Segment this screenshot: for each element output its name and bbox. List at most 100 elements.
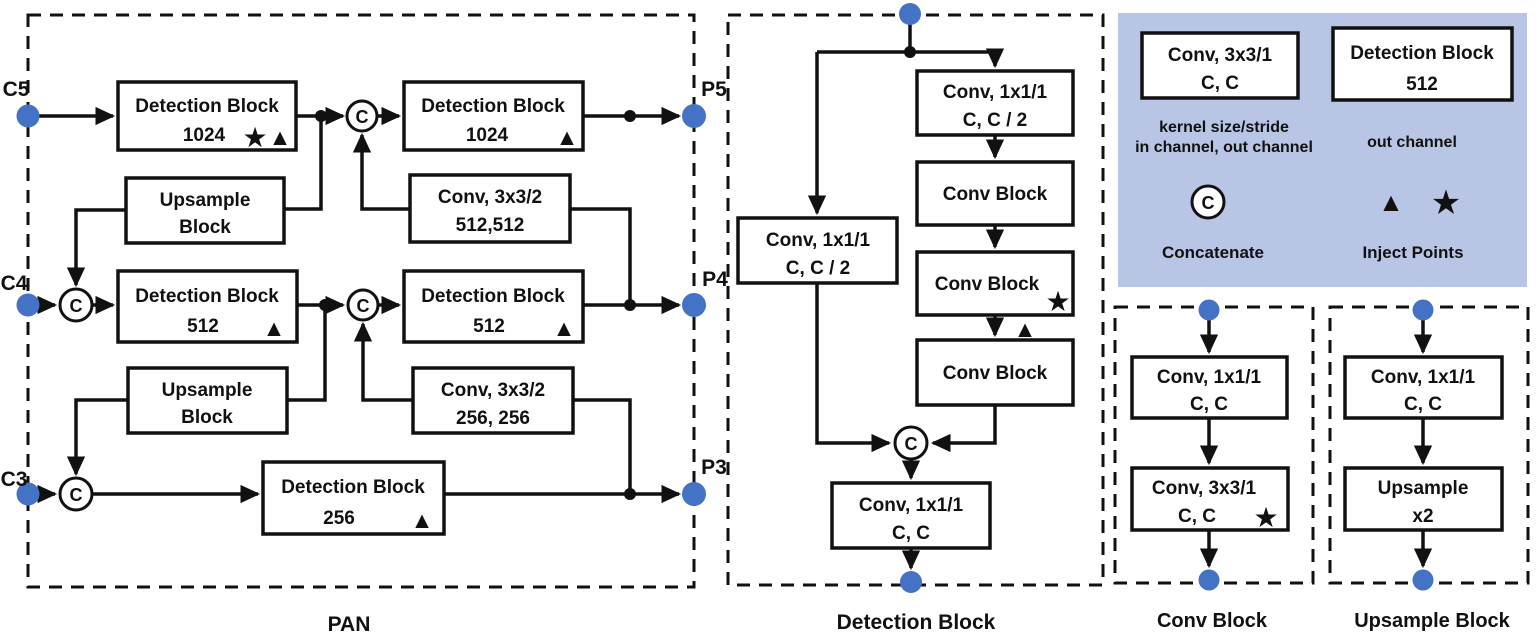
- box-channels: 512: [473, 316, 505, 337]
- concat-symbol: C: [356, 107, 369, 127]
- legend-inject-caption: Inject Points: [1362, 243, 1463, 262]
- inject-triangle-icon: ▲: [269, 124, 292, 150]
- upsample-block-2: Upsample Block: [126, 366, 289, 435]
- conv-3x3-2-512-box: Conv, 3x3/2 512,512: [408, 173, 572, 244]
- concat-symbol: C: [357, 296, 370, 316]
- output-dot: [900, 571, 922, 593]
- box-title: Conv, 3x3/1: [1168, 45, 1273, 66]
- c5-label: C5: [3, 78, 30, 101]
- inject-star-icon: ★: [242, 122, 267, 153]
- box-title: Conv Block: [943, 363, 1048, 384]
- output-dot: [1412, 569, 1434, 591]
- inject-triangle-icon: ▲: [411, 507, 434, 533]
- concat-symbol: C: [70, 296, 83, 316]
- box-title: Conv, 1x1/1: [1157, 367, 1262, 388]
- concat-node: C: [58, 476, 94, 512]
- box-title: Conv, 1x1/1: [859, 495, 964, 516]
- box-channels: C, C / 2: [963, 110, 1027, 131]
- box-channels: C, C: [1404, 394, 1442, 415]
- legend-conv-caption-line1: kernel size/stride: [1159, 119, 1289, 136]
- box-title: Conv Block: [943, 184, 1048, 205]
- c3-feature-dot: [16, 482, 40, 506]
- inject-triangle-icon: ▲: [1014, 316, 1037, 342]
- box-title: Conv, 3x3/1: [1152, 478, 1257, 499]
- junction-dot: [624, 488, 636, 500]
- legend-concat-node: C: [1190, 184, 1226, 220]
- pan-caption: PAN: [328, 613, 371, 636]
- detection-block-1024-left: Detection Block 1024 ★ ▲: [116, 80, 298, 153]
- box-channels: 512: [1406, 74, 1438, 95]
- box-title: Conv, 3x3/2: [441, 380, 545, 401]
- c5-feature-dot: [16, 104, 40, 128]
- p4-label: P4: [702, 268, 728, 291]
- box-title: Detection Block: [421, 286, 565, 307]
- box-channels: 256, 256: [456, 408, 530, 429]
- box-title: Conv, 1x1/1: [943, 82, 1048, 103]
- conv-1x1-right-box: Conv, 1x1/1 C, C / 2: [915, 69, 1075, 137]
- box-channels: 512,512: [456, 215, 525, 236]
- box-title: Conv, 1x1/1: [1371, 367, 1476, 388]
- box-channels: 256: [323, 508, 355, 529]
- junction-dot: [624, 110, 636, 122]
- box-scale: x2: [1412, 506, 1433, 527]
- junction-dot: [315, 110, 327, 122]
- c4-feature-dot: [16, 293, 40, 317]
- concat-node: C: [346, 288, 380, 322]
- input-dot: [899, 3, 921, 25]
- p5-label: P5: [701, 78, 727, 101]
- conv-block-2-box: Conv Block ★: [915, 250, 1075, 317]
- p5-feature-dot: [682, 104, 706, 128]
- box-title2: Block: [179, 217, 231, 238]
- legend-conv-caption-line2: in channel, out channel: [1135, 139, 1313, 156]
- inject-star-icon: ★: [1045, 286, 1070, 317]
- input-dot: [1412, 299, 1434, 321]
- box-title: Detection Block: [135, 96, 279, 117]
- conv-1x1-final-box: Conv, 1x1/1 C, C: [830, 481, 992, 550]
- conv-block-1-box: Conv Block: [915, 160, 1075, 227]
- box-title: Detection Block: [421, 96, 565, 117]
- box-title: Upsample: [162, 380, 253, 401]
- conv-3x3-2-256-box: Conv, 3x3/2 256, 256: [411, 366, 575, 435]
- legend-conv-box: Conv, 3x3/1 C, C: [1140, 31, 1300, 100]
- legend-detection-box: Detection Block 512: [1331, 26, 1514, 102]
- box-title: Conv, 1x1/1: [766, 230, 871, 251]
- concat-node: C: [345, 99, 379, 133]
- detection-block-512-left: Detection Block 512 ▲: [116, 269, 299, 344]
- conv-3x3-box: Conv, 3x3/1 C, C ★: [1130, 466, 1290, 533]
- box-channels: C, C: [1178, 506, 1216, 527]
- concat-node: C: [58, 287, 94, 323]
- concat-symbol: C: [905, 434, 918, 454]
- c3-label: C3: [1, 468, 28, 491]
- concat-node: C: [893, 425, 929, 461]
- legend-detection-caption: out channel: [1367, 134, 1457, 151]
- concat-symbol: C: [70, 485, 83, 505]
- conv-1x1-left-box: Conv, 1x1/1 C, C / 2: [736, 216, 899, 285]
- box-channels: C, C: [892, 523, 930, 544]
- detection-block-panel: Conv, 1x1/1 C, C / 2 Conv Block Conv Blo…: [726, 3, 1105, 634]
- box-channels: C, C: [1190, 394, 1228, 415]
- upsample-block-1: Upsample Block: [124, 176, 286, 245]
- detection-block-256: Detection Block 256 ▲: [261, 460, 446, 536]
- box-channels: C, C / 2: [786, 258, 850, 279]
- box-channels: 1024: [183, 125, 226, 146]
- conv-1x1-box: Conv, 1x1/1 C, C: [1130, 355, 1289, 420]
- inject-star-icon: ★: [1253, 502, 1278, 533]
- conv-1x1-box: Conv, 1x1/1 C, C: [1343, 355, 1504, 420]
- conv-block-panel-border: [1113, 305, 1315, 585]
- conv-block-panel: Conv, 1x1/1 C, C Conv, 3x3/1 C, C ★ Conv…: [1113, 299, 1315, 632]
- box-title: Conv Block: [935, 274, 1040, 295]
- upsample-x2-box: Upsample x2: [1343, 466, 1504, 532]
- conv-block-3-box: Conv Block: [915, 338, 1075, 407]
- junction-dot: [624, 299, 636, 311]
- upsample-block-panel: Conv, 1x1/1 C, C Upsample x2 Upsample Bl…: [1328, 299, 1530, 632]
- junction-dot: [319, 299, 331, 311]
- upsample-block-caption: Upsample Block: [1354, 610, 1510, 632]
- legend-star-icon: ★: [1431, 184, 1461, 222]
- inject-triangle-icon: ▲: [553, 315, 576, 341]
- box-channels: C, C: [1201, 73, 1239, 94]
- output-dot: [1198, 569, 1220, 591]
- junction-dot: [904, 46, 916, 58]
- inject-triangle-icon: ▲: [556, 124, 579, 150]
